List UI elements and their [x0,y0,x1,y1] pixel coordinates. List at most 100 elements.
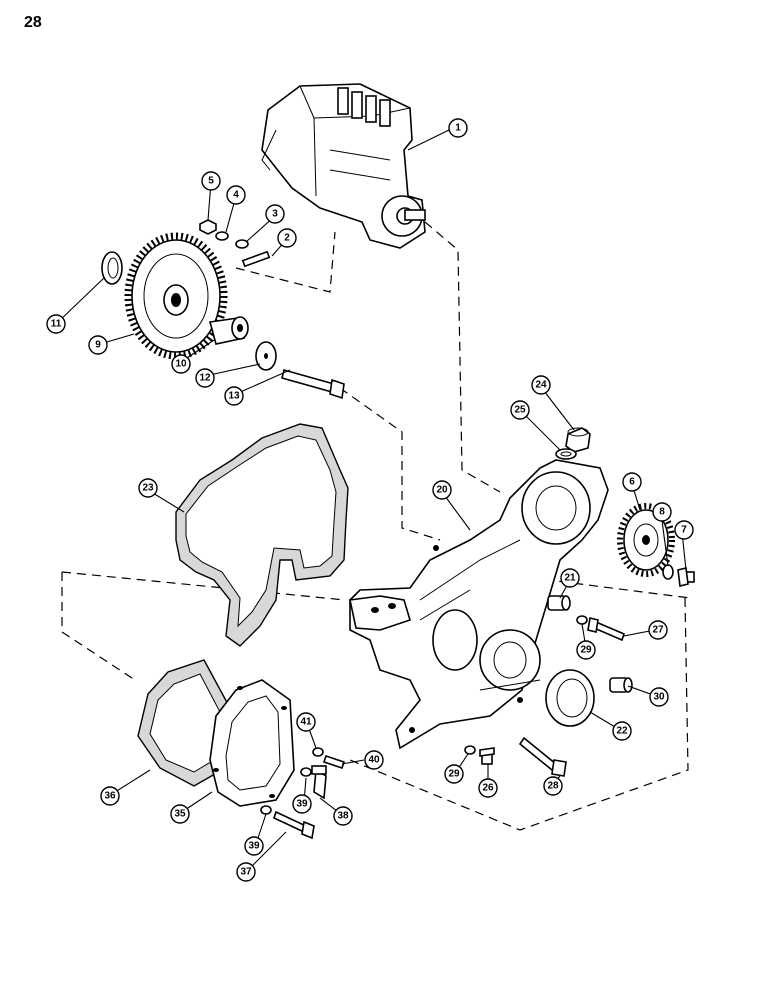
svg-text:4: 4 [233,190,239,201]
callout-9: 9 [88,335,108,355]
svg-text:1: 1 [455,123,461,134]
pump-nut [199,219,217,235]
svg-text:8: 8 [659,507,665,518]
callout-36: 36 [100,786,120,806]
pump-stud [241,250,271,268]
assembly-dashed-lines [61,221,691,831]
callout-13: 13 [224,386,244,406]
svg-text:13: 13 [228,391,240,402]
dowel-pin [547,595,571,611]
crankshaft-oil-seal [545,669,595,727]
callout-27: 27 [648,620,668,640]
svg-text:10: 10 [175,359,187,370]
short-washer-41 [312,747,324,757]
svg-text:29: 29 [448,769,460,780]
svg-text:41: 41 [300,717,312,728]
svg-text:39: 39 [296,799,308,810]
callout-23: 23 [138,478,158,498]
svg-text:20: 20 [436,485,448,496]
callout-5: 5 [201,171,221,191]
long-screw-37 [273,810,315,840]
idler-washer [662,564,674,580]
svg-text:39: 39 [248,841,260,852]
callout-29-lower: 29 [444,764,464,784]
svg-text:30: 30 [653,692,665,703]
svg-text:2: 2 [284,233,290,244]
svg-text:3: 3 [272,209,278,220]
callout-1: 1 [448,118,468,138]
callout-25: 25 [510,400,530,420]
callout-29-upper: 29 [576,640,596,660]
svg-text:25: 25 [514,405,526,416]
callout-12: 12 [195,368,215,388]
gear-hub [208,316,249,345]
callout-21: 21 [560,568,580,588]
callout-37: 37 [236,862,256,882]
long-bolt [518,736,567,777]
washer-39-lower [260,805,272,815]
svg-text:29: 29 [580,645,592,656]
idler-cap-screw [677,567,695,587]
svg-text:24: 24 [535,380,547,391]
callout-35: 35 [170,804,190,824]
callout-39-upper: 39 [292,794,312,814]
callout-41: 41 [296,712,316,732]
callout-38: 38 [333,806,353,826]
gear-cap-screw [281,369,345,400]
callout-39-lower: 39 [244,836,264,856]
callout-10: 10 [171,354,191,374]
plug-gasket [555,448,577,460]
injection-pump [261,83,426,249]
callout-2: 2 [277,228,297,248]
screw-38 [311,765,327,800]
svg-text:36: 36 [104,791,116,802]
hub-washer [255,341,277,371]
pump-drive-gear [124,232,228,360]
svg-text:26: 26 [482,783,494,794]
svg-text:9: 9 [95,340,101,351]
callout-20: 20 [432,480,452,500]
callout-11: 11 [46,314,66,334]
short-screw-40 [322,754,346,770]
timing-gear-housing [349,459,609,750]
lower-cap-screw [479,747,495,765]
svg-text:40: 40 [368,755,380,766]
callout-30: 30 [649,687,669,707]
svg-text:12: 12 [199,373,211,384]
page-number: 28 [24,14,42,31]
callout-8: 8 [652,502,672,522]
timing-cover-gasket [175,423,349,647]
leader-lines [57,129,687,871]
svg-text:38: 38 [337,811,349,822]
housing-plug [565,427,591,453]
callout-6: 6 [622,472,642,492]
svg-text:21: 21 [564,573,576,584]
callout-28: 28 [543,776,563,796]
svg-text:5: 5 [208,176,214,187]
upper-cap-screw [587,617,625,642]
svg-text:37: 37 [240,867,252,878]
upper-lockwasher [576,615,588,625]
svg-text:28: 28 [547,781,559,792]
svg-text:35: 35 [174,809,186,820]
lower-dowel [609,677,633,693]
washer-39-upper [300,767,312,777]
idler-gear [617,503,675,577]
callout-26: 26 [478,778,498,798]
svg-text:6: 6 [629,477,635,488]
cover-plate [209,679,295,807]
callout-24: 24 [531,375,551,395]
svg-text:7: 7 [681,525,687,536]
svg-text:22: 22 [616,726,628,737]
pump-lockwasher [215,231,229,241]
callout-7: 7 [674,520,694,540]
svg-text:11: 11 [51,319,62,330]
callout-22: 22 [612,721,632,741]
callout-3: 3 [265,204,285,224]
svg-text:27: 27 [652,625,664,636]
lower-lockwasher [464,745,476,755]
pump-washer [235,239,249,249]
callout-4: 4 [226,185,246,205]
callout-40: 40 [364,750,384,770]
